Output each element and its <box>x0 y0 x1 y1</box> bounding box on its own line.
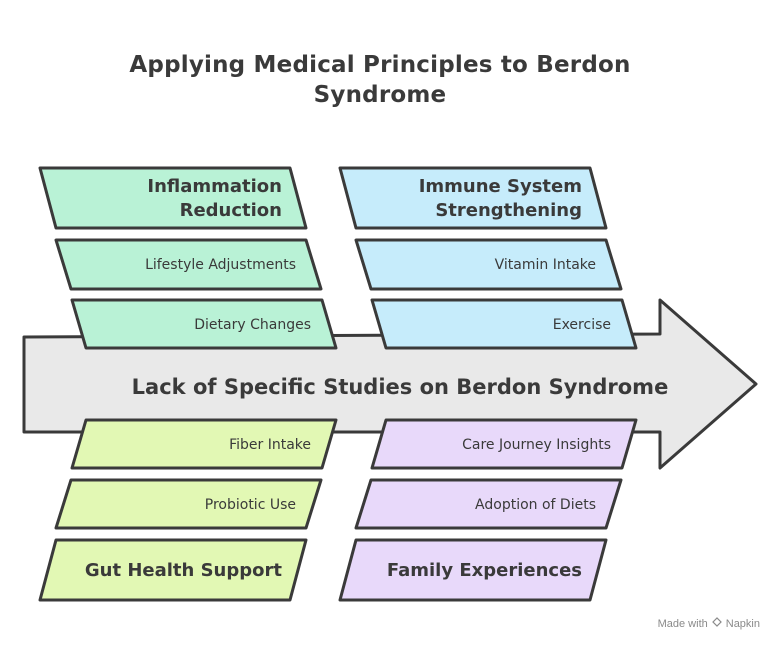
gut-item-label-2: Probiotic Use <box>204 497 296 513</box>
family-item-label-1: Care Journey Insights <box>462 437 611 453</box>
brand-text: Napkin <box>725 617 760 630</box>
gut-item-label-1: Fiber Intake <box>229 437 311 453</box>
inflammation-item-box-1 <box>54 238 323 291</box>
inflammation-head-box <box>38 166 308 230</box>
made-with-text: Made with <box>657 617 708 630</box>
gut-item-box-2 <box>54 478 323 530</box>
gut-head-box <box>38 538 308 602</box>
immune-item-box-2 <box>370 298 638 350</box>
family-item-label-2: Adoption of Diets <box>475 497 596 513</box>
inflammation-head-label: Inflammation Reduction <box>147 176 282 221</box>
immune-item-label-2: Exercise <box>552 317 611 333</box>
spine-label: Lack of Specific Studies on Berdon Syndr… <box>131 375 669 399</box>
gut-head-label: Gut Health Support <box>84 560 282 581</box>
family-item-box-1 <box>370 418 638 470</box>
immune-head-label: Immune System Strengthening <box>418 176 582 221</box>
inflammation-item-box-2 <box>70 298 338 350</box>
gut-item-box-1 <box>70 418 338 470</box>
footer-credit: Made with Napkin <box>658 617 760 630</box>
family-item-box-2 <box>354 478 623 530</box>
immune-item-label-1: Vitamin Intake <box>494 257 596 273</box>
family-head-box <box>338 538 608 602</box>
inflammation-item-label-2: Dietary Changes <box>194 317 311 333</box>
immune-item-box-1 <box>354 238 623 291</box>
immune-head-box <box>338 166 608 230</box>
family-head-label: Family Experiences <box>386 560 582 581</box>
diagram-title: Applying Medical Principles to Berdon Sy… <box>129 52 631 108</box>
napkin-logo-icon <box>711 617 722 630</box>
inflammation-item-label-1: Lifestyle Adjustments <box>145 257 296 273</box>
